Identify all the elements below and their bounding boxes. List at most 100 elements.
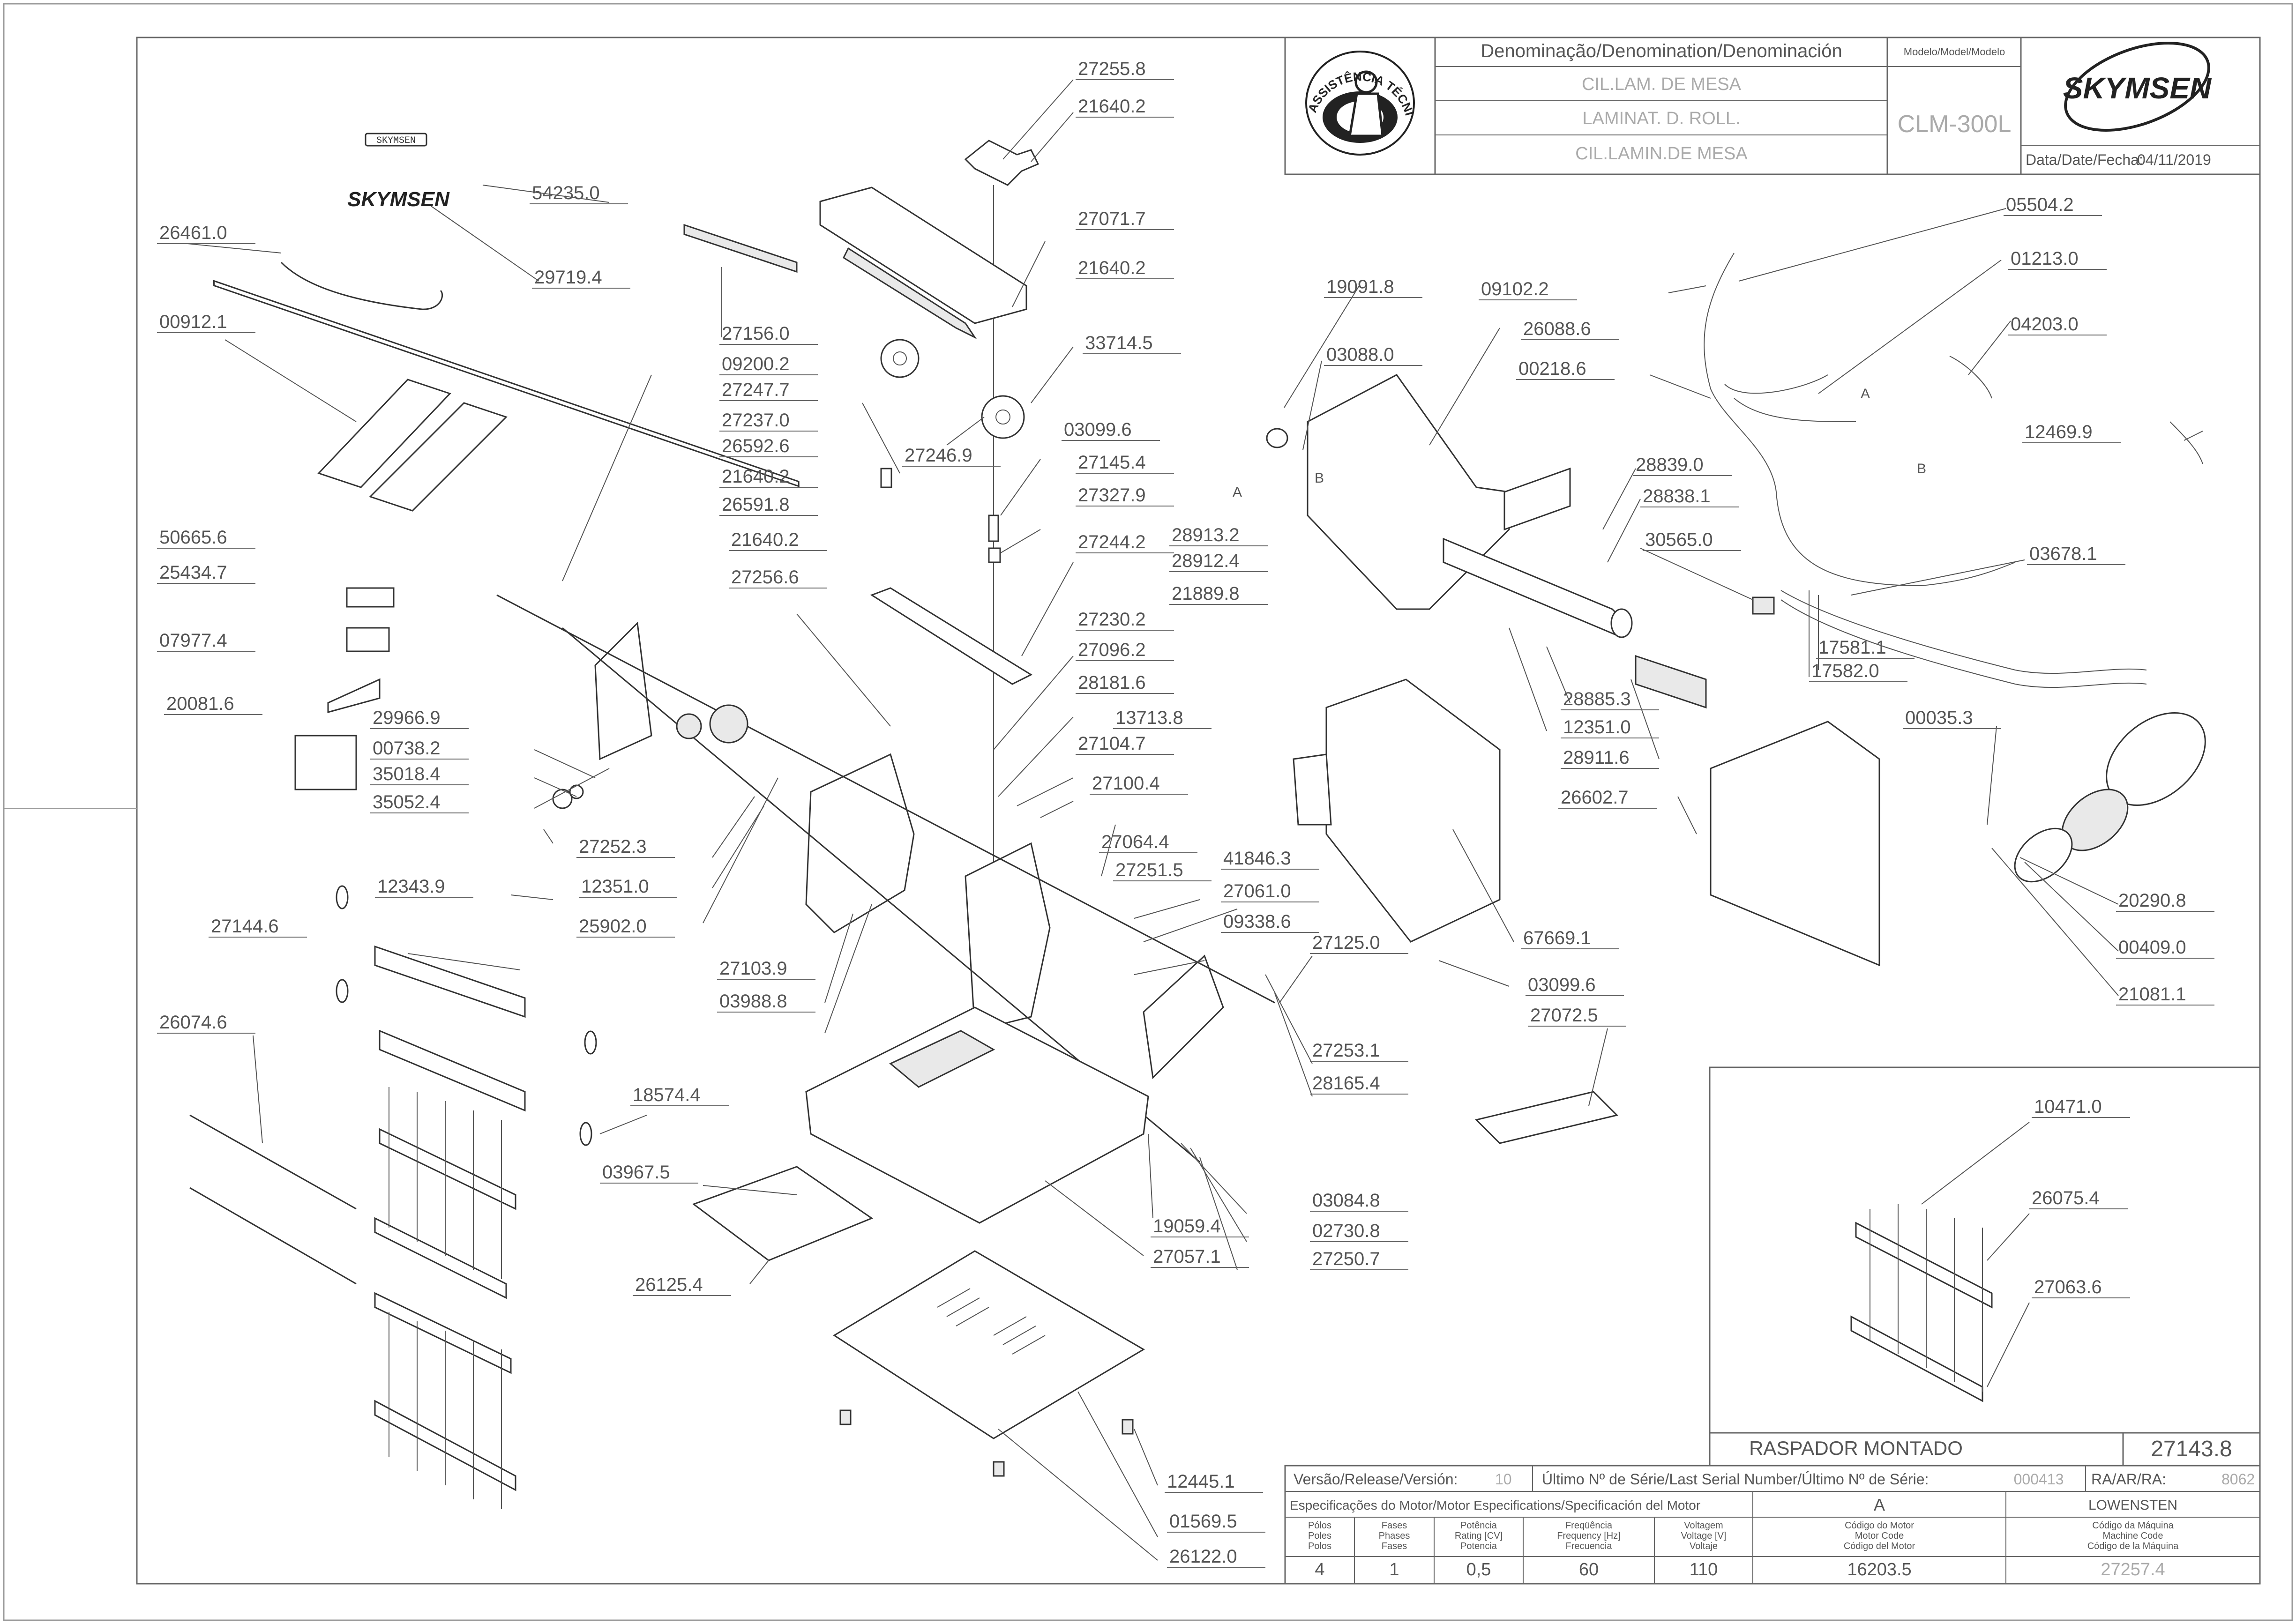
part-number-label: 17581.1 [1818, 637, 1886, 658]
part-number-label: 26461.0 [159, 223, 227, 243]
part-number-label: 12469.9 [2025, 422, 2093, 442]
seal-text: ASSISTÊNCIA TÉCNICA AUTORIZADA [0, 0, 1417, 117]
part-number-label: 03099.6 [1064, 419, 1132, 440]
part-number-label: 54235.0 [532, 183, 600, 203]
part-number-label: 03967.5 [602, 1162, 670, 1183]
svg-text:SKYMSEN: SKYMSEN [376, 135, 416, 146]
spec-header: Freqüência [1565, 1520, 1613, 1531]
inset-part-label: 26075.4 [2032, 1188, 2100, 1208]
part-number-label: 26591.8 [722, 494, 790, 515]
part-number-label: 27104.7 [1078, 733, 1146, 754]
part-number-label: 21081.1 [2118, 984, 2186, 1005]
spec-header: Pólos [1308, 1520, 1331, 1531]
inset-part-label: 27063.6 [2034, 1277, 2102, 1297]
part-number-label: 28838.1 [1643, 486, 1711, 507]
version-label: Versão/Release/Versión: [1294, 1471, 1458, 1488]
spec-header: Frecuencia [1566, 1541, 1613, 1551]
part-number-label: 26602.7 [1561, 787, 1629, 808]
part-number-label: 27100.4 [1092, 773, 1160, 794]
motor-and-housing-assembly [1266, 253, 2206, 1144]
arrow-label: B [1315, 470, 1324, 486]
part-number-label: 28181.6 [1078, 672, 1146, 693]
part-number-label: 20290.8 [2118, 890, 2186, 911]
spec-header: Voltagem [1684, 1520, 1723, 1531]
part-number-label: 20081.6 [166, 693, 234, 714]
part-number-label: 27253.1 [1312, 1040, 1380, 1061]
motor-spec-table: Versão/Release/Versión: 10 Último Nº de … [1284, 1465, 2261, 1585]
name-en: LAMINAT. D. ROLL. [1582, 109, 1740, 128]
part-number-label: 27072.5 [1530, 1005, 1598, 1026]
part-number-label: 35018.4 [373, 764, 441, 784]
part-number-label: 21640.2 [731, 529, 799, 550]
part-number-label: 01569.5 [1169, 1511, 1237, 1532]
part-number-label: 18574.4 [633, 1085, 701, 1105]
part-number-label: 03988.8 [719, 991, 787, 1012]
part-number-label: 27071.7 [1078, 209, 1146, 229]
svg-text:SKYMSEN: SKYMSEN [2063, 71, 2212, 105]
date-value: 04/11/2019 [2137, 151, 2211, 168]
inset-part-label: 10471.0 [2034, 1096, 2102, 1117]
spec-header: Fases [1382, 1520, 1407, 1531]
spec-header: Machine Code [2103, 1531, 2163, 1541]
part-number-label: 26074.6 [159, 1012, 227, 1033]
spec-header: Motor Code [1855, 1531, 1904, 1541]
part-number-label: 12445.1 [1167, 1471, 1235, 1492]
spec-header: Código del Motor [1844, 1541, 1915, 1551]
part-number-label: 04203.0 [2011, 314, 2079, 335]
part-number-label: 19091.8 [1326, 276, 1394, 297]
part-number-label: 21640.2 [1078, 96, 1146, 117]
part-number-label: 41846.3 [1223, 848, 1291, 869]
part-number-label: 30565.0 [1645, 529, 1713, 550]
part-number-label: 26592.6 [722, 436, 790, 456]
authorized-service-seal-logo: ASSISTÊNCIA TÉCNICA AUTORIZADA [0, 0, 1417, 156]
motor-variant: A [1874, 1495, 1885, 1514]
part-number-label: 21889.8 [1172, 583, 1240, 604]
inset-code: 27143.8 [2151, 1437, 2232, 1461]
motor-brand: LOWENSTEN [2088, 1497, 2177, 1513]
inset-title: RASPADOR MONTADO [1749, 1437, 1963, 1459]
leader-lines [187, 79, 2203, 1561]
part-number-label: 07977.4 [159, 630, 227, 651]
spec-header: Fases [1382, 1541, 1407, 1551]
scraper-inset: RASPADOR MONTADO 27143.8 [1709, 1066, 2261, 1467]
part-number-label: 00035.3 [1905, 708, 1973, 728]
part-number-label: 27250.7 [1312, 1249, 1380, 1269]
part-number-label: 27144.6 [211, 916, 279, 937]
part-number-label: 17582.0 [1811, 661, 1879, 681]
part-number-labels: 27255.821640.254235.029719.427071.721640… [157, 59, 2214, 1568]
part-number-label: 19059.4 [1153, 1216, 1221, 1237]
part-number-label: 27246.9 [905, 445, 972, 466]
spec-value: 27257.4 [2101, 1560, 2165, 1579]
sheet-border [3, 3, 2293, 1621]
part-number-label: 28885.3 [1563, 689, 1631, 709]
spec-header: Código da Máquina [2092, 1520, 2174, 1531]
skymsen-decal-logo: SKYMSEN [347, 188, 450, 211]
part-number-label: 21640.2 [722, 466, 790, 487]
part-number-label: 03678.1 [2029, 544, 2097, 564]
part-number-label: 26088.6 [1523, 319, 1591, 339]
drawing-frame [136, 37, 2261, 1585]
part-number-label: 09338.6 [1223, 911, 1291, 932]
part-number-label: 33714.5 [1085, 333, 1153, 353]
part-number-label: 09102.2 [1481, 279, 1549, 299]
ra-value: 8062 [2221, 1471, 2255, 1488]
part-number-label: 27064.4 [1101, 832, 1169, 852]
part-number-label: 01213.0 [2011, 248, 2079, 269]
version-value: 10 [1495, 1471, 1512, 1488]
spec-header: Voltage [V] [1681, 1531, 1727, 1541]
part-number-label: 00912.1 [159, 312, 227, 332]
part-number-label: 27061.0 [1223, 881, 1291, 901]
part-number-label: 67669.1 [1523, 928, 1591, 948]
part-number-label: 28911.6 [1563, 747, 1630, 768]
model-header: Modelo/Model/Modelo [1904, 46, 2005, 58]
spec-header: Voltaje [1690, 1541, 1718, 1551]
part-number-label: 28912.4 [1172, 551, 1240, 571]
denomination-header: Denominação/Denomination/Denominación [1481, 41, 1842, 61]
part-number-label: 28839.0 [1636, 454, 1704, 475]
part-number-label: 12343.9 [377, 876, 445, 897]
arrow-label: B [1917, 461, 1926, 477]
spec-value: 1 [1389, 1560, 1399, 1579]
part-number-label: 02730.8 [1312, 1221, 1380, 1241]
part-number-label: 12351.0 [1563, 717, 1631, 738]
